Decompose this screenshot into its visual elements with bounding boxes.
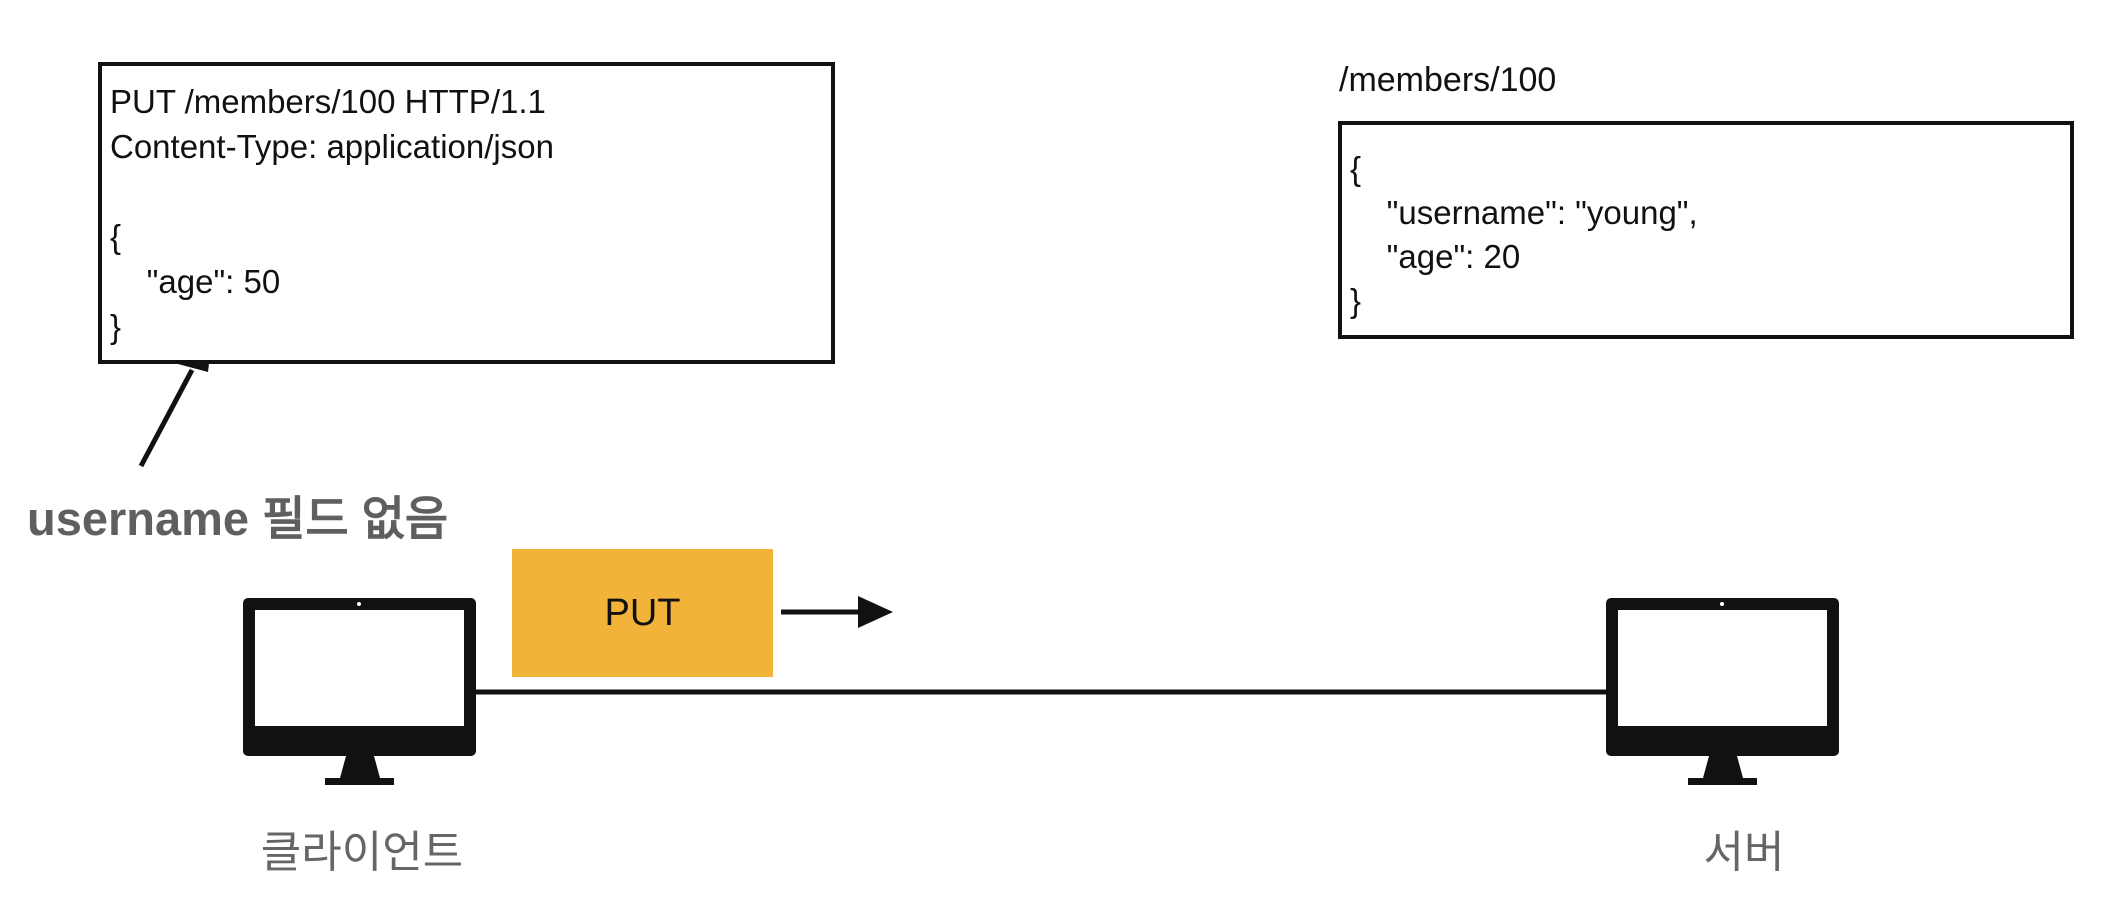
- request-body-line: }: [110, 308, 122, 345]
- request-direction-arrow: [781, 596, 893, 628]
- put-method-block: PUT: [512, 549, 773, 677]
- server-resource-box: { "username": "young", "age": 20 }: [1338, 121, 2074, 339]
- request-message-box: PUT /members/100 HTTP/1.1 Content-Type: …: [98, 62, 835, 364]
- request-header-line: Content-Type: application/json: [110, 128, 554, 165]
- resource-body-line: "age": 20: [1350, 238, 1521, 275]
- put-method-label: PUT: [604, 591, 681, 634]
- annotation-label: username 필드 없음: [27, 492, 449, 545]
- resource-body-line: {: [1350, 150, 1362, 187]
- request-body-line: {: [110, 218, 122, 255]
- resource-body-line: "username": "young",: [1350, 194, 1698, 231]
- server-monitor-icon: [1606, 598, 1839, 785]
- resource-body-line: }: [1350, 282, 1362, 319]
- client-label: 클라이언트: [260, 828, 464, 877]
- request-start-line: PUT /members/100 HTTP/1.1: [110, 83, 546, 120]
- resource-path-label: /members/100: [1339, 61, 1557, 99]
- request-body-line: "age": 50: [110, 263, 281, 300]
- client-monitor-icon: [243, 598, 476, 785]
- server-label: 서버: [1703, 828, 1785, 877]
